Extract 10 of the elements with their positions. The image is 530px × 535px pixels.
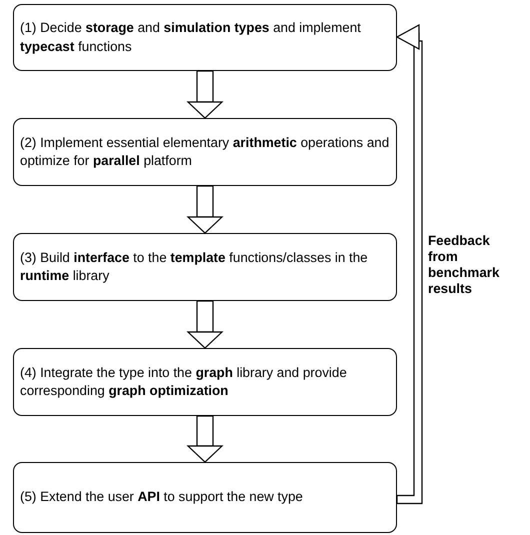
block-arrow <box>187 70 223 119</box>
step-text: (5) Extend the user API to support the new type <box>20 488 303 506</box>
step-text: (2) Implement essential elementary arithmetic operations and optimize for parallel platform <box>20 134 390 170</box>
block-arrow <box>187 185 223 234</box>
step-text: (4) Integrate the type into the graph library and provide corresponding graph optimization <box>20 364 348 400</box>
block-arrow <box>396 24 423 504</box>
step-text: (1) Decide storage and simulation types and implement typecast functions <box>20 19 362 56</box>
block-arrow <box>187 415 223 463</box>
step-text: (3) Build interface to the template functions/classes in the runtime library <box>20 248 369 285</box>
block-arrow <box>187 300 223 349</box>
